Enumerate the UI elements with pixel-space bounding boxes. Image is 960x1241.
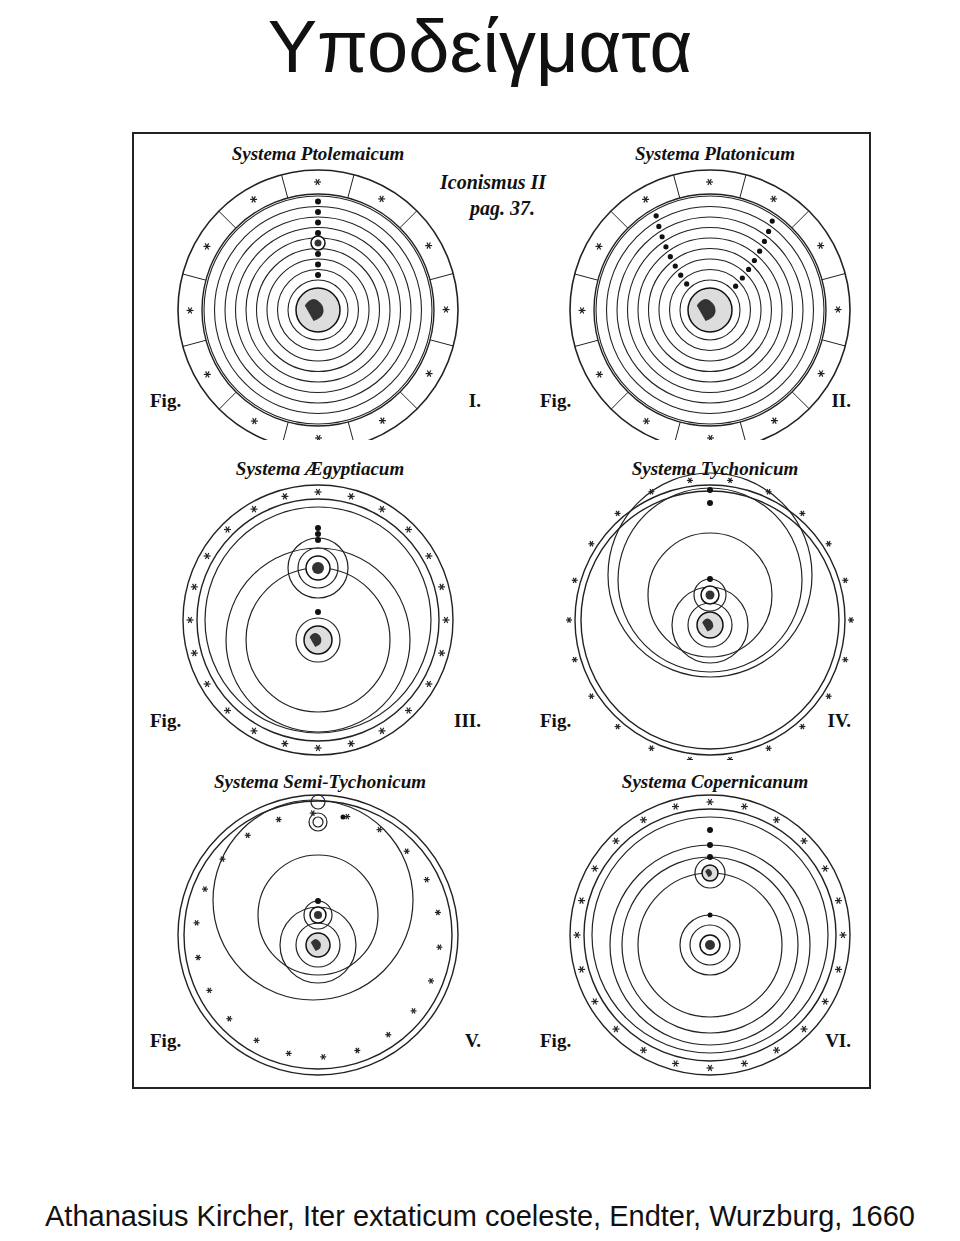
fig-number: III.: [454, 710, 481, 732]
fig-label: Fig.: [150, 1030, 181, 1052]
system-diagram: Systema TychonicumFig. IV.: [530, 455, 865, 760]
plate-number: Iconismus II: [440, 170, 546, 194]
fig-number: I.: [469, 390, 481, 412]
orbit-drawing: [566, 473, 854, 760]
system-diagram: Systema CopernicanumFig. VI.: [530, 768, 865, 1080]
page-reference: pag. 37.: [470, 196, 535, 220]
fig-label: Fig.: [540, 1030, 571, 1052]
system-heading: Systema Semi-Tychonicum: [214, 770, 426, 794]
fig-label: Fig.: [150, 710, 181, 732]
system-heading: Systema Ægyptiacum: [236, 457, 404, 481]
system-heading: Systema Tychonicum: [632, 457, 799, 481]
system-heading: Systema Copernicanum: [622, 770, 808, 794]
fig-label: Fig.: [150, 390, 181, 412]
fig-number: VI.: [825, 1030, 851, 1052]
fig-number: V.: [465, 1030, 481, 1052]
fig-number: II.: [831, 390, 851, 412]
cosmos-figure: [530, 140, 865, 440]
fig-label: Fig.: [540, 390, 571, 412]
cosmos-figure: [530, 768, 865, 1080]
cosmos-figure: [140, 455, 495, 760]
page-title: Υποδείγματα: [0, 2, 960, 92]
orbit-drawing: [183, 485, 453, 755]
plate-border: [133, 133, 870, 1088]
fig-number: IV.: [828, 710, 851, 732]
system-heading: Systema Platonicum: [635, 142, 795, 166]
orbit-drawing: [570, 795, 850, 1075]
caption: Athanasius Kircher, Iter extaticum coele…: [0, 1196, 960, 1236]
cosmos-figure: [140, 768, 495, 1080]
cosmos-figure: [530, 455, 865, 760]
system-diagram: Systema PlatonicumFig. II.: [530, 140, 865, 440]
orbit-drawing: [178, 795, 458, 1075]
orbit-drawing: [178, 170, 458, 440]
system-diagram: Systema ÆgyptiacumFig. III.: [140, 455, 495, 760]
system-diagram: Systema Semi-TychonicumFig. V.: [140, 768, 495, 1080]
orbit-drawing: [570, 170, 850, 440]
fig-label: Fig.: [540, 710, 571, 732]
system-heading: Systema Ptolemaicum: [232, 142, 405, 166]
